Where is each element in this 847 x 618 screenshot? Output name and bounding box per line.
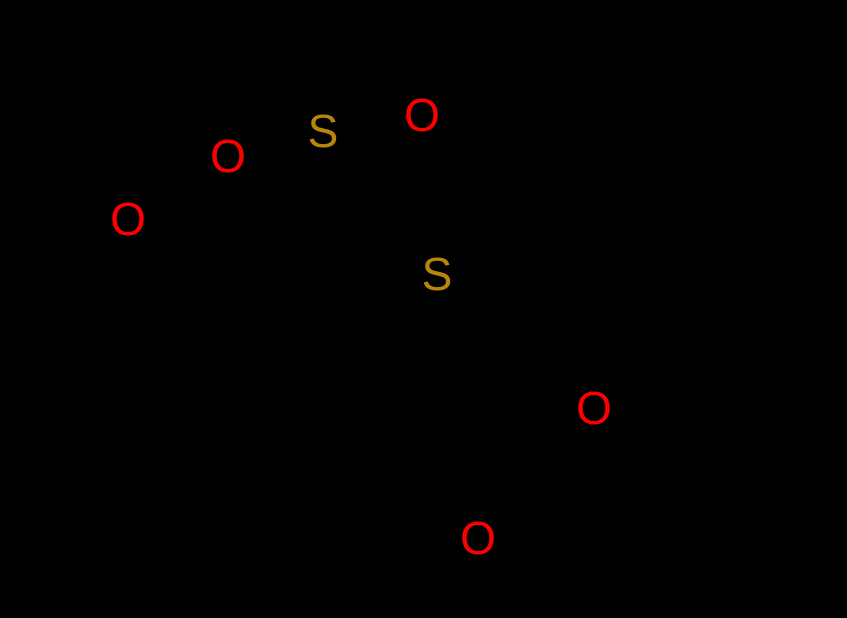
bond — [178, 166, 215, 198]
bond — [146, 198, 185, 218]
bond — [244, 162, 302, 192]
bond — [298, 188, 320, 284]
bond — [464, 138, 522, 198]
atom-label-sulfur-1: S — [307, 105, 339, 157]
atom-label-oxygen-2: O — [110, 193, 146, 245]
bond — [472, 427, 484, 520]
bond — [349, 121, 406, 167]
bond — [498, 328, 581, 398]
bond — [376, 238, 422, 267]
bond — [298, 147, 318, 192]
bond — [610, 378, 662, 403]
bond — [658, 378, 714, 442]
bond-group — [142, 110, 714, 522]
bond — [142, 189, 180, 209]
bond — [353, 166, 380, 242]
atom-label-oxygen-1: O — [210, 130, 246, 182]
atom-label-sulfur-2: S — [421, 248, 453, 300]
bond — [463, 428, 474, 521]
atom-label-oxygen-3: O — [404, 89, 440, 141]
bond — [313, 233, 378, 280]
atom-label-oxygen-5: O — [460, 512, 496, 564]
bond — [356, 129, 412, 174]
bond — [468, 328, 502, 432]
bond — [148, 110, 182, 198]
atom-label-oxygen-4: O — [576, 382, 612, 434]
bond — [318, 242, 383, 289]
bond — [449, 285, 502, 332]
bond — [518, 118, 598, 142]
bond — [316, 280, 324, 468]
bond — [238, 464, 324, 522]
